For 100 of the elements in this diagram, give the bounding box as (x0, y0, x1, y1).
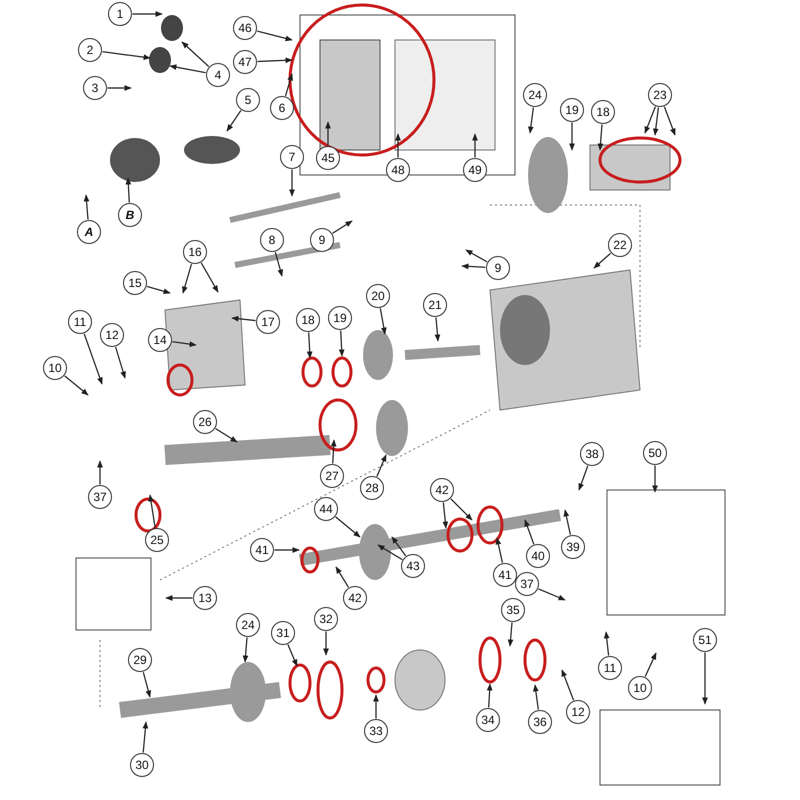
leader-line (115, 346, 126, 379)
leader-line (434, 317, 440, 342)
leader-line (652, 107, 659, 136)
leader-line (287, 644, 298, 667)
callout-number: 33 (364, 719, 388, 743)
callout-number: A (77, 220, 101, 244)
leader-line (644, 106, 656, 134)
callout-number: 41 (250, 538, 274, 562)
leader-line (306, 332, 313, 359)
leader-line (702, 652, 708, 705)
leader-line (569, 122, 575, 151)
leader-line (380, 308, 387, 335)
leader-line (256, 30, 293, 42)
leader-line (578, 466, 588, 491)
leader-line (598, 124, 604, 151)
leader-line (64, 375, 89, 396)
callout-number: 1 (108, 2, 132, 26)
callout-number: 12 (566, 700, 590, 724)
leader-line (395, 133, 401, 158)
callout-number: 9 (486, 256, 510, 280)
callout-number: 11 (598, 656, 622, 680)
callout-number: 12 (100, 323, 124, 347)
leader-line (102, 51, 151, 60)
callout-number: 13 (193, 586, 217, 610)
leader-line (181, 42, 210, 68)
callout-number: 42 (343, 586, 367, 610)
callout-number: 30 (130, 753, 154, 777)
callout-number: 18 (591, 100, 615, 124)
callout-number: 22 (608, 233, 632, 257)
callout-number: 15 (123, 271, 147, 295)
leader-line (664, 106, 676, 136)
callout-number: 17 (256, 310, 280, 334)
leader-line (604, 631, 610, 656)
leader-line (496, 537, 503, 563)
leader-line (165, 595, 192, 601)
callout-number: 24 (236, 613, 260, 637)
leader-line (231, 316, 256, 322)
callout-number: 50 (643, 441, 667, 465)
leader-line (465, 249, 488, 262)
callout-number: 19 (560, 98, 584, 122)
callout-number: 43 (401, 554, 425, 578)
leader-line (528, 107, 534, 134)
callout-number: 21 (423, 293, 447, 317)
leader-line (335, 566, 350, 588)
leader-line (84, 334, 103, 385)
leader-line (652, 466, 658, 493)
leader-line (257, 57, 293, 64)
callout-number: 28 (360, 476, 384, 500)
leader-line (533, 684, 539, 710)
leader-line (450, 498, 472, 520)
leader-line (524, 519, 534, 544)
callout-number: 23 (648, 83, 672, 107)
leader-line (442, 502, 448, 529)
callout-number: 18 (296, 308, 320, 332)
leader-line (226, 110, 242, 132)
callout-number: 39 (561, 535, 585, 559)
leader-line (289, 170, 295, 197)
callout-number: 29 (128, 648, 152, 672)
callout-number: 14 (148, 328, 172, 352)
callout-number: 48 (386, 158, 410, 182)
callout-number: 46 (233, 16, 257, 40)
callout-number: 37 (88, 485, 112, 509)
leader-line (564, 509, 571, 535)
leader-line (215, 428, 238, 442)
leader-line (330, 439, 337, 464)
callout-number: 31 (271, 621, 295, 645)
callout-number: 9 (310, 228, 334, 252)
callout-number: 8 (260, 228, 284, 252)
callout-number: 36 (528, 710, 552, 734)
callout-number: 42 (430, 478, 454, 502)
leader-line (142, 672, 152, 698)
leader-line (593, 252, 611, 268)
callout-number: 10 (43, 356, 67, 380)
callout-number: 5 (236, 88, 260, 112)
leader-line (644, 652, 657, 677)
callout-number: B (118, 203, 142, 227)
callout-number: 34 (476, 708, 500, 732)
callout-number: 40 (526, 544, 550, 568)
leader-line (142, 721, 148, 753)
callout-number: 4 (206, 63, 230, 87)
callout-number: 16 (183, 240, 207, 264)
callout-number: 37 (515, 572, 539, 596)
leader-line (182, 264, 192, 294)
callout-number: 47 (233, 50, 257, 74)
leader-line (274, 252, 284, 277)
callout-number: 44 (314, 497, 338, 521)
leader-line (84, 194, 90, 220)
callout-number: 27 (320, 464, 344, 488)
leader-line (335, 516, 361, 538)
leader-line (325, 121, 331, 146)
leader-line (508, 622, 514, 647)
leader-line (274, 547, 300, 553)
leader-line (169, 64, 206, 74)
leader-line (373, 694, 379, 718)
leader-line (486, 683, 493, 708)
leader-line (323, 632, 329, 656)
leader-line (538, 588, 566, 601)
callout-number: 35 (501, 598, 525, 622)
leader-line (472, 133, 478, 158)
leader-line (97, 460, 103, 484)
